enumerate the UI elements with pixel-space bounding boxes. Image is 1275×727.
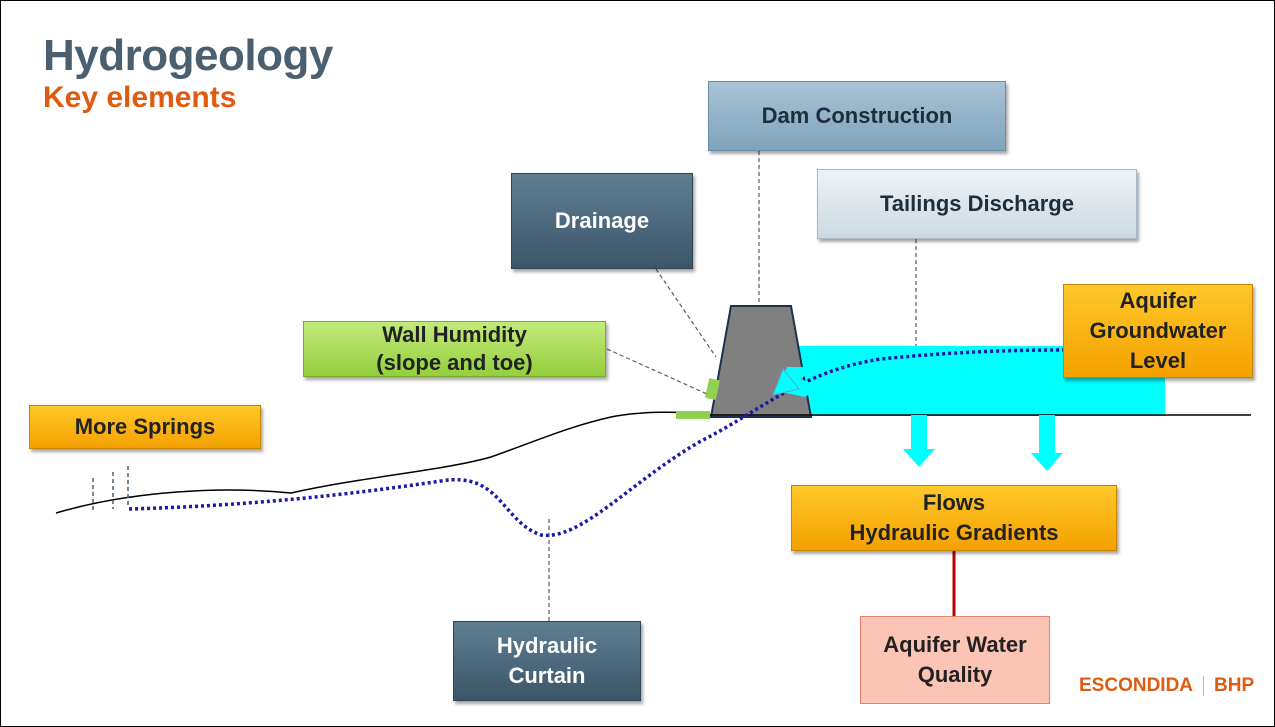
dam-construction-box: Dam Construction	[708, 81, 1006, 151]
wall-humidity-box: Wall Humidity (slope and toe)	[303, 321, 606, 377]
more-springs-label: More Springs	[74, 414, 216, 439]
logo-escondida: ESCONDIDA	[1079, 675, 1194, 696]
drainage-box: Drainage	[511, 173, 693, 269]
dam-structure	[709, 305, 813, 418]
ground-surface-line	[55, 411, 1251, 514]
drainage-label: Drainage	[554, 208, 650, 233]
slide-title: Hydrogeology	[43, 31, 333, 80]
wall-humidity-toe-mark	[676, 411, 710, 419]
company-logo: ESCONDIDA BHP	[1079, 675, 1254, 697]
flows-hydraulic-gradients-label: Flows Hydraulic Gradients	[849, 490, 1059, 545]
aquifer-water-quality-box: Aquifer Water Quality	[860, 616, 1050, 704]
more-springs-box: More Springs	[29, 405, 261, 449]
tailings-discharge-box: Tailings Discharge	[817, 169, 1137, 239]
flows-hydraulic-gradients-box: Flows Hydraulic Gradients	[791, 485, 1117, 551]
aquifer-groundwater-level-box: Aquifer Groundwater Level	[1063, 284, 1253, 378]
wall-humidity-slope-mark	[705, 378, 720, 401]
aquifer-groundwater-level-label: Aquifer Groundwater Level	[1089, 288, 1227, 373]
groundwater-level-line	[128, 348, 1064, 538]
seepage-arrow	[772, 367, 819, 397]
dam-construction-label: Dam Construction	[761, 103, 953, 128]
infiltration-arrow-right	[1031, 415, 1063, 471]
hydraulic-curtain-label: Hydraulic Curtain	[496, 633, 598, 688]
aquifer-water-quality-label: Aquifer Water Quality	[883, 632, 1027, 687]
springs-marks	[92, 466, 129, 511]
infiltration-arrow-left	[903, 415, 935, 467]
tailings-discharge-label: Tailings Discharge	[880, 191, 1074, 216]
leader-lines	[548, 151, 917, 621]
logo-bhp: BHP	[1214, 675, 1255, 696]
wall-humidity-label: Wall Humidity (slope and toe)	[376, 322, 533, 375]
logo-separator	[1203, 676, 1205, 696]
slide-subtitle: Key elements	[43, 81, 237, 114]
hydraulic-curtain-box: Hydraulic Curtain	[453, 621, 641, 701]
